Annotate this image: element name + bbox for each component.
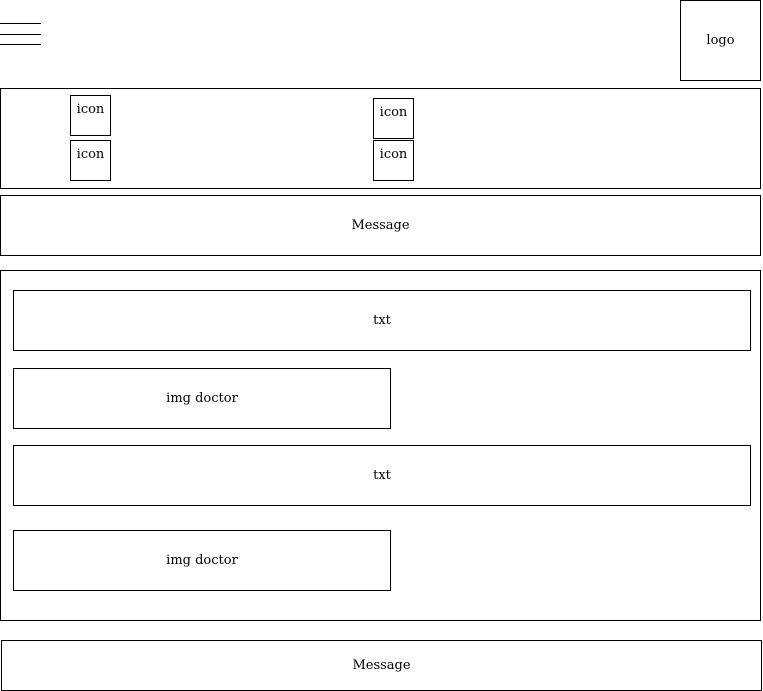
doctor-image-label: img doctor [166, 391, 238, 406]
icon-tile-label: icon [76, 102, 105, 117]
text-block-label: txt [373, 468, 391, 483]
icon-tile-label: icon [379, 105, 408, 120]
menu-line [0, 23, 41, 24]
message-bar-bottom[interactable]: Message [1, 640, 762, 691]
text-block: txt [13, 445, 751, 506]
message-label: Message [352, 658, 411, 673]
hamburger-menu-icon[interactable] [0, 18, 42, 50]
icon-tile[interactable]: icon [70, 140, 111, 181]
icon-tile[interactable]: icon [373, 98, 414, 139]
logo-label: logo [706, 33, 735, 48]
logo[interactable]: logo [680, 0, 761, 81]
icon-tile[interactable]: icon [70, 95, 111, 136]
message-bar-top[interactable]: Message [0, 195, 761, 256]
text-block: txt [13, 290, 751, 351]
icon-tile-label: icon [76, 147, 105, 162]
doctor-image: img doctor [13, 368, 391, 429]
message-label: Message [351, 218, 410, 233]
doctor-image-label: img doctor [166, 553, 238, 568]
content-panel: txt img doctor txt img doctor [0, 270, 761, 621]
menu-line [0, 44, 41, 45]
text-block-label: txt [373, 313, 391, 328]
icon-tile[interactable]: icon [373, 140, 414, 181]
icon-panel: icon icon icon icon [0, 88, 761, 189]
doctor-image: img doctor [13, 530, 391, 591]
icon-tile-label: icon [379, 147, 408, 162]
menu-line [0, 34, 41, 35]
